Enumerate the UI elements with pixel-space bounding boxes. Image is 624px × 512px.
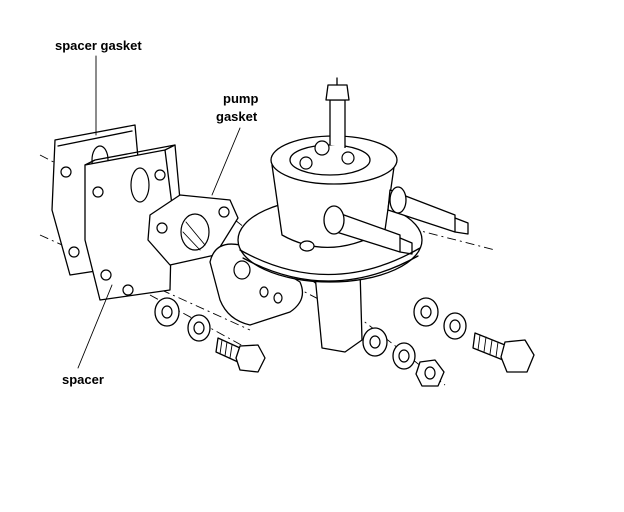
label-pump-gasket-line1: pump <box>223 91 258 106</box>
label-spacer: spacer <box>62 372 104 387</box>
pump-gasket-part <box>147 194 239 266</box>
label-pump-gasket-line2: gasket <box>216 109 258 124</box>
fuel-pump-body <box>209 77 469 353</box>
left-hardware <box>154 297 266 373</box>
right-hardware <box>362 297 535 387</box>
spacer-part <box>84 144 181 301</box>
leader-lines <box>77 55 241 369</box>
label-spacer-gasket: spacer gasket <box>55 38 142 53</box>
